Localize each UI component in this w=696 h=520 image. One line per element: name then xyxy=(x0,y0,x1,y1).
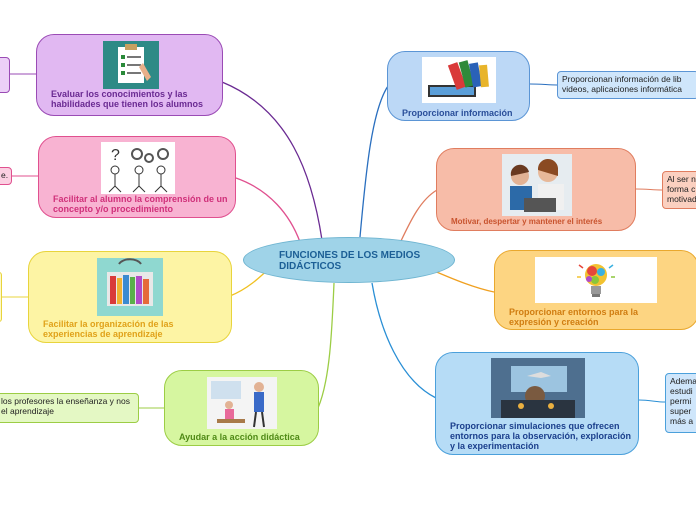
colorful-lightbulb-image xyxy=(535,257,657,303)
branch-label: Proporcionar simulaciones que ofrecen en… xyxy=(450,421,632,451)
books-on-shelf-image xyxy=(97,258,163,316)
branch-label: Proporcionar información xyxy=(402,108,513,118)
clipboard-checklist-image xyxy=(103,41,159,89)
leaf-accion-didactica[interactable]: los profesores la enseñanza y nos el apr… xyxy=(0,393,139,423)
branch-evaluar[interactable]: Evaluar los conocimientos y las habilida… xyxy=(36,34,223,116)
branch-label: Ayudar a la acción didáctica xyxy=(179,432,300,442)
branch-motivar[interactable]: Motivar, despertar y mantener el interés xyxy=(436,148,636,231)
branch-simulaciones[interactable]: Proporcionar simulaciones que ofrecen en… xyxy=(435,352,639,455)
leaf-simulaciones[interactable]: Adema estudi permi super más a xyxy=(665,373,696,433)
leaf-informacion[interactable]: Proporcionan información de lib videos, … xyxy=(557,71,696,99)
branch-accion-didactica[interactable]: Ayudar a la acción didáctica xyxy=(164,370,319,446)
books-and-tablet-image xyxy=(422,57,496,103)
branch-proporcionar-informacion[interactable]: Proporcionar información xyxy=(387,51,530,121)
connector-simulaciones xyxy=(371,282,437,399)
teacher-and-student-image xyxy=(207,377,277,429)
leaf-organizacion[interactable] xyxy=(0,272,2,322)
leaf-motivar[interactable]: Al ser n forma c motivad xyxy=(662,171,696,209)
flight-simulator-image xyxy=(491,358,585,418)
connector-evaluar xyxy=(221,81,323,241)
branch-label: Facilitar la organización de las experie… xyxy=(43,319,174,339)
central-topic-title: FUNCIONES DE LOS MEDIOS DIDÁCTICOS xyxy=(279,250,421,272)
branch-label: Proporcionar entornos para la expresión … xyxy=(509,307,639,327)
branch-comprension[interactable]: ? Facilitar al alumno la comprensión de … xyxy=(38,136,236,218)
thinking-figures-image: ? xyxy=(101,142,175,194)
connector-expresion xyxy=(431,269,495,293)
leaf-comprension[interactable]: e. xyxy=(0,167,12,185)
branch-label: Facilitar al alumno la comprensión de un… xyxy=(53,194,228,214)
connector-accion-didactica xyxy=(317,282,335,409)
branch-organizacion[interactable]: Facilitar la organización de las experie… xyxy=(28,251,232,343)
connector-motivar xyxy=(399,189,438,244)
connector-leaf-simulaciones xyxy=(638,399,666,403)
branch-entornos-expresion[interactable]: Proporcionar entornos para la expresión … xyxy=(494,250,696,330)
connector-informacion xyxy=(359,85,389,238)
branch-label: Motivar, despertar y mantener el interés xyxy=(451,217,603,226)
connector-leaf-motivar xyxy=(635,188,663,191)
connector-leaf-informacion xyxy=(529,83,558,86)
leaf-evaluar[interactable] xyxy=(0,57,10,93)
central-topic[interactable]: FUNCIONES DE LOS MEDIOS DIDÁCTICOS xyxy=(243,237,455,283)
branch-label: Evaluar los conocimientos y las habilida… xyxy=(51,89,204,109)
students-at-laptop-image xyxy=(502,154,572,216)
svg-text:?: ? xyxy=(111,147,120,164)
connector-comprension xyxy=(235,177,301,243)
